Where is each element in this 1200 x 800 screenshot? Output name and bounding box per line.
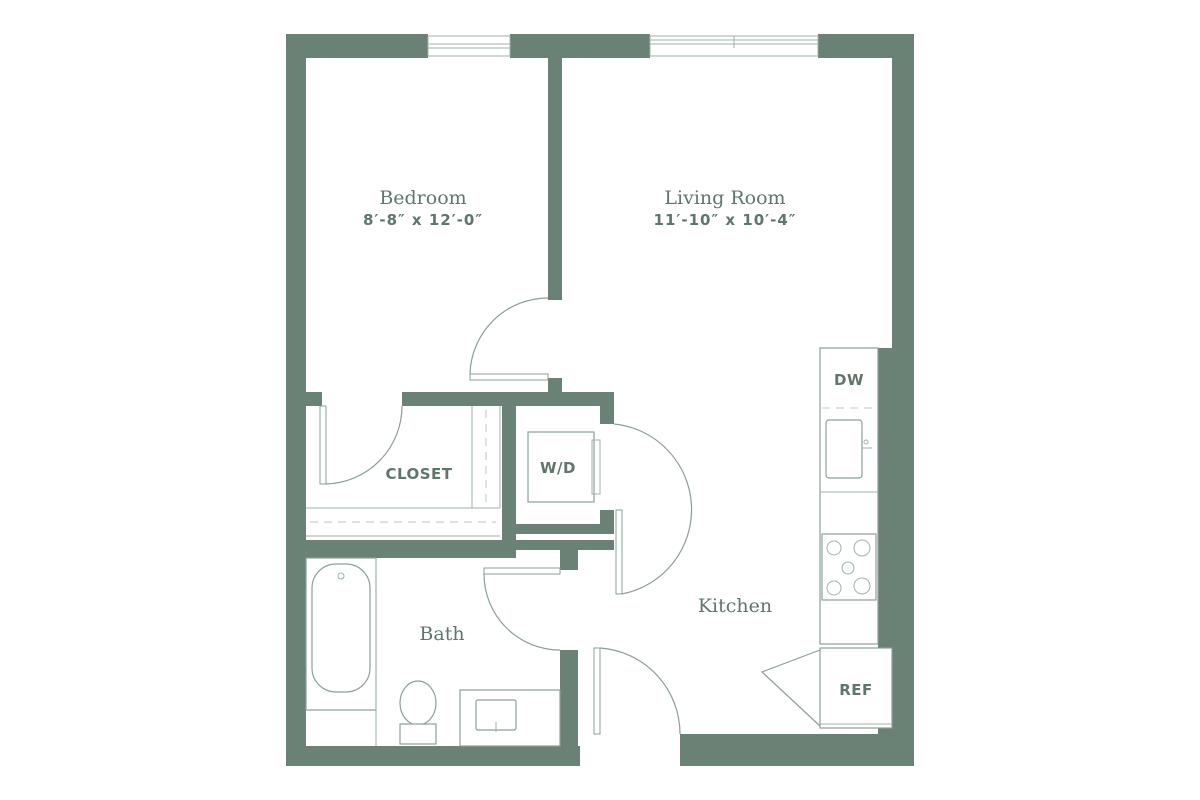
window-bedroom [427,35,511,57]
interior-walls [306,58,614,750]
exterior-walls [286,34,914,766]
washer-dryer-unit [527,431,601,503]
closet-shelving [306,406,501,537]
bath-vanity [459,689,561,747]
kitchen-name: Kitchen [698,595,772,617]
bedroom-name: Bedroom [379,187,466,209]
window-living-room [649,35,819,57]
washer-dryer-label: W/D [540,459,576,477]
range-cooktop [821,533,877,601]
living-room-name: Living Room [664,187,785,209]
refrigerator [819,647,893,729]
door-entry [593,647,681,735]
bathtub [305,557,377,711]
dishwasher-label: DW [834,371,864,389]
living-room-dimensions: 11′-10″ x 10′-4″ [654,211,797,229]
door-bath [483,567,561,651]
door-closet [319,405,403,485]
refrigerator-label: REF [839,681,873,699]
kitchen-sink [825,419,872,479]
door-refrigerator-swing [760,649,821,727]
door-laundry [613,423,693,595]
closet-label: CLOSET [385,465,452,483]
bath-name: Bath [419,623,464,645]
door-bedroom [469,297,549,381]
bedroom-dimensions: 8′-8″ x 12′-0″ [363,211,483,229]
toilet [399,680,437,745]
